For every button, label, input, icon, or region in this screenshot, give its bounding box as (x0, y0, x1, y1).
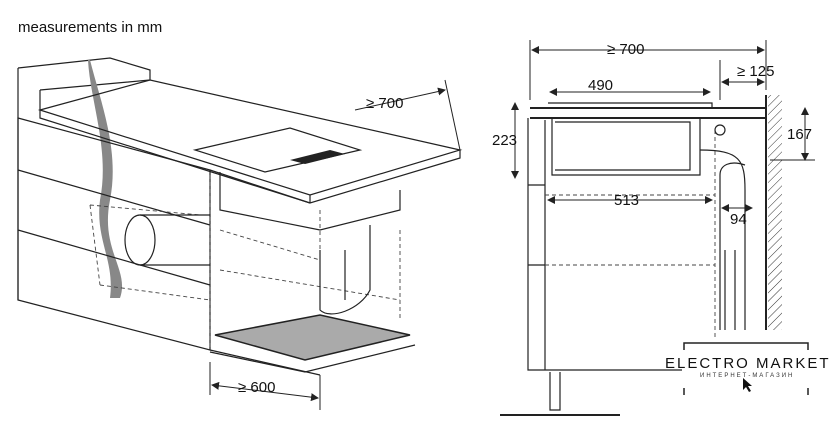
section-view: ≥ 700 490 ≥ 125 223 167 513 94 (492, 40, 815, 416)
measurements-caption: measurements in mm (18, 19, 162, 36)
extractor-vent (290, 150, 345, 164)
hob (192, 127, 363, 173)
cursor-icon (743, 378, 752, 392)
section-rear-gap-label: ≥ 125 (737, 63, 774, 80)
perspective-width-label: ≥ 600 (238, 379, 275, 396)
perspective-depth-label: ≥ 700 (366, 95, 403, 112)
watermark-subtitle: ИНТЕРНЕТ-МАГАЗИН (700, 373, 794, 379)
section-unit-depth-label: 513 (614, 192, 639, 209)
section-height-label: 223 (492, 132, 517, 149)
plinth-panel (214, 314, 411, 361)
section-duct-width-label: 94 (730, 211, 747, 228)
section-hob-depth-label: 490 (588, 77, 613, 94)
electro-market-watermark: ELECTRO MARKET ИНТЕРНЕТ-МАГАЗИН (665, 342, 831, 395)
section-duct-height-label: 167 (787, 126, 812, 143)
watermark-title: ELECTRO MARKET (665, 355, 831, 372)
wall-hatch (768, 95, 782, 330)
section-total-depth-label: ≥ 700 (607, 41, 644, 58)
wall-texture (88, 60, 123, 298)
perspective-view: ≥ 700 ≥ 600 (17, 57, 463, 410)
